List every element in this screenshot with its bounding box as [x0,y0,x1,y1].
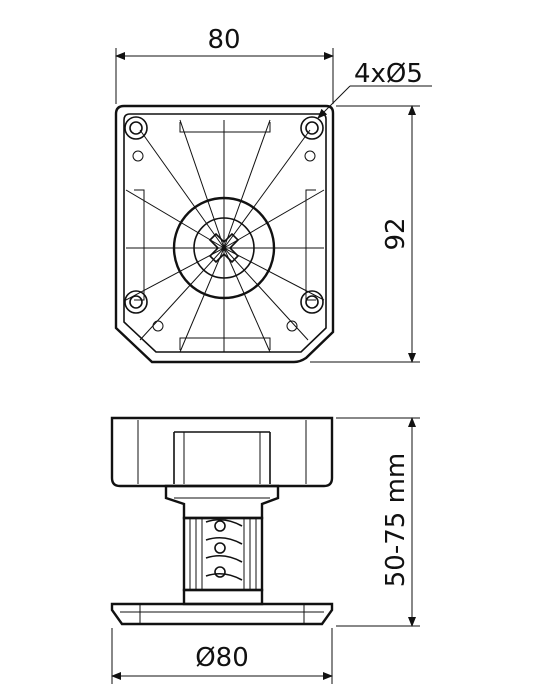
mounting-hole-bottom-left [124,290,148,314]
base-disc [110,602,334,626]
center-hub-outer [172,196,276,300]
collar [164,484,280,520]
diameter-label: Ø80 [195,643,249,673]
adjust-height-dimension: 50-75 mm [336,417,420,627]
side-view: 50-75 mm Ø80 [110,416,420,684]
pin-holes [132,150,316,332]
height-label: 92 [381,217,411,250]
width-dimension: 80 [115,25,334,104]
cap [110,416,334,488]
height-dimension: 92 [310,105,420,363]
mounting-hole-top-left [124,116,148,140]
holes-dimension: 4xØ5 [317,59,432,119]
plate-ribs [125,119,325,353]
thread-profile [205,518,243,581]
center-hub-inner [193,217,255,279]
mounting-hole-bottom-right [300,290,324,314]
mounting-hole-top-right [300,116,324,140]
plate-outline [114,104,335,364]
top-view: 80 4xØ5 92 [114,25,432,364]
width-label: 80 [207,25,240,55]
holes-label: 4xØ5 [354,59,423,89]
adjust-height-label: 50-75 mm [381,453,411,587]
cross-slot-icon [208,232,240,264]
diameter-dimension: Ø80 [111,628,333,684]
thread-lines [189,518,257,590]
